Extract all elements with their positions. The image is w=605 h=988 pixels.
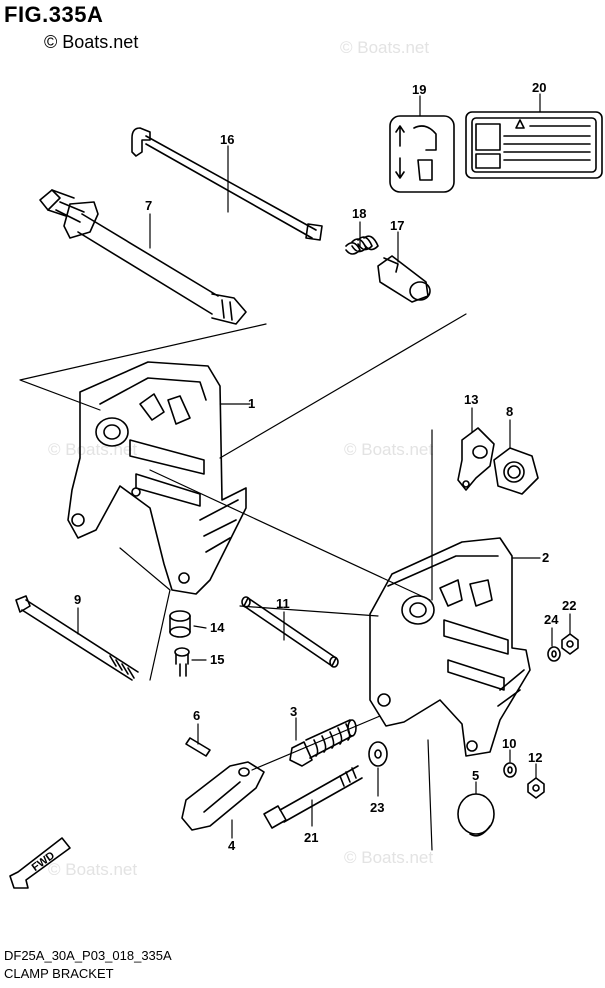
callout-1: 1 xyxy=(248,396,255,411)
part-14-bush xyxy=(169,610,191,638)
diagram-name: CLAMP BRACKET xyxy=(4,966,114,981)
callout-23: 23 xyxy=(370,800,384,815)
watermark: © Boats.net xyxy=(340,38,430,57)
part-10-washer xyxy=(503,762,517,778)
callout-6: 6 xyxy=(193,708,200,723)
callout-7: 7 xyxy=(145,198,152,213)
watermark: © Boats.net xyxy=(48,860,138,879)
callout-leaders xyxy=(77,93,571,839)
part-9-bolt xyxy=(15,595,139,681)
callout-8: 8 xyxy=(506,404,513,419)
part-23-washer xyxy=(368,741,388,767)
callout-4: 4 xyxy=(228,838,236,853)
part-2-clamp-bracket xyxy=(369,537,531,757)
part-11-rod xyxy=(241,596,339,668)
callout-5: 5 xyxy=(472,768,479,783)
part-13-tab-washer xyxy=(457,427,495,491)
callout-9: 9 xyxy=(74,592,81,607)
part-24-washer xyxy=(547,646,561,662)
part-22-nut xyxy=(561,633,579,655)
callout-21: 21 xyxy=(304,830,318,845)
watermark: © Boats.net xyxy=(48,440,138,459)
part-3-adjuster xyxy=(289,719,357,767)
part-7-tube xyxy=(39,189,247,325)
copyright-text: © Boats.net xyxy=(44,32,139,52)
callout-24: 24 xyxy=(544,612,559,627)
part-1-clamp-bracket xyxy=(67,361,247,595)
fwd-arrow: FWD xyxy=(9,837,71,889)
part-20-caution-label xyxy=(465,111,603,179)
callout-20: 20 xyxy=(532,80,546,95)
callout-13: 13 xyxy=(464,392,478,407)
callout-22: 22 xyxy=(562,598,576,613)
callout-3: 3 xyxy=(290,704,297,719)
part-8-nut xyxy=(493,447,539,495)
part-6-pin xyxy=(185,737,211,757)
callout-14: 14 xyxy=(210,620,225,635)
callout-15: 15 xyxy=(210,652,224,667)
callout-17: 17 xyxy=(390,218,404,233)
part-12-nut xyxy=(527,777,545,799)
part-19-decal xyxy=(389,115,455,193)
callout-16: 16 xyxy=(220,132,234,147)
diagram-code: DF25A_30A_P03_018_335A xyxy=(4,948,172,963)
part-15-small-bolt xyxy=(174,647,190,677)
figure-title: FIG.335A xyxy=(4,2,104,27)
watermark: © Boats.net xyxy=(344,848,434,867)
callout-12: 12 xyxy=(528,750,542,765)
leader-lines xyxy=(19,313,467,851)
callout-19: 19 xyxy=(412,82,426,97)
callout-18: 18 xyxy=(352,206,366,221)
part-16-rod xyxy=(131,127,323,241)
part-4-lever xyxy=(181,761,265,831)
part-5-cap xyxy=(457,793,495,837)
part-21-bolt xyxy=(263,765,363,829)
watermark: © Boats.net xyxy=(344,440,434,459)
part-18-spring xyxy=(345,235,379,255)
callout-2: 2 xyxy=(542,550,549,565)
callout-10: 10 xyxy=(502,736,516,751)
callout-numbers: 1 2 3 4 5 6 7 8 9 10 11 12 13 14 15 16 1… xyxy=(74,80,576,853)
callout-11: 11 xyxy=(276,596,290,611)
part-17-knob xyxy=(377,255,431,303)
